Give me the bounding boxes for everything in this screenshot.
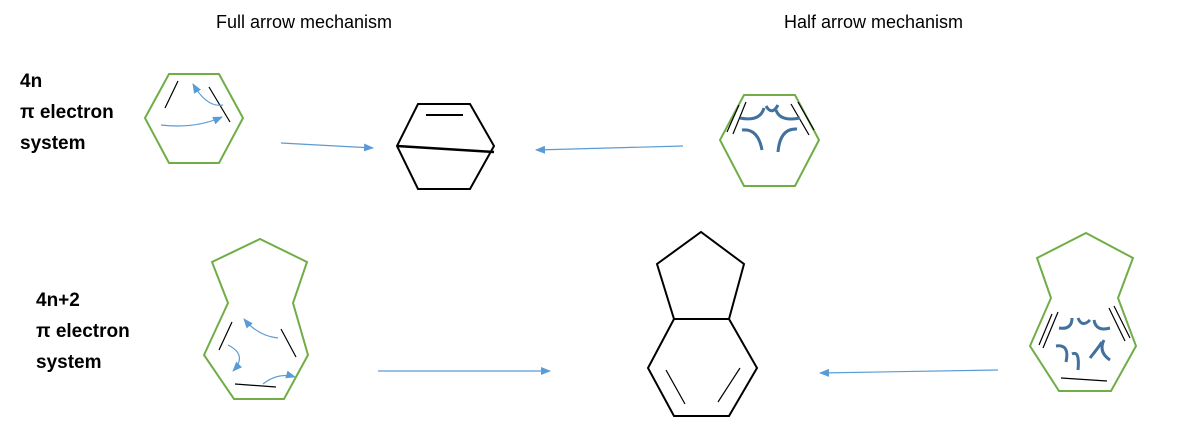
- reaction-arrow: [280, 142, 374, 152]
- product-4n: [395, 103, 496, 190]
- row-label-line: π electron: [20, 102, 114, 123]
- electron-arrow: [192, 83, 224, 106]
- hexagon-full-arrow-4n: [143, 73, 245, 164]
- half-arrow-heading: Half arrow mechanism: [784, 12, 964, 32]
- half-arrow: [764, 104, 780, 113]
- electron-arrow: [227, 344, 243, 372]
- row-label-line: 4n+2: [36, 290, 80, 311]
- reaction-arrow: [819, 368, 999, 377]
- product-4n2: [646, 230, 759, 417]
- half-arrow: [741, 128, 764, 151]
- half-arrow: [1092, 319, 1111, 331]
- half-arrow: [1100, 339, 1111, 362]
- fused-ring-full-arrow-4n2: [202, 237, 310, 400]
- half-arrow: [1071, 351, 1080, 371]
- electron-arrow: [243, 318, 279, 339]
- row-label-line: system: [36, 352, 102, 373]
- row-label-line: 4n: [20, 71, 43, 92]
- row-label-4n: 4n π electron system: [20, 66, 114, 159]
- half-arrow: [739, 107, 766, 121]
- half-arrow: [1058, 317, 1074, 330]
- electron-arrow: [160, 116, 223, 127]
- half-arrow: [1088, 341, 1104, 359]
- reaction-arrow: [535, 145, 684, 154]
- half-arrow: [774, 109, 801, 121]
- row-label-4n2: 4n+2 π electron system: [36, 285, 130, 378]
- hexagon-half-arrow-4n: [718, 94, 821, 187]
- half-arrow: [1055, 344, 1069, 363]
- fused-ring-half-arrow-4n2: [1028, 231, 1138, 392]
- row-label-line: π electron: [36, 321, 130, 342]
- row-label-line: system: [20, 133, 86, 154]
- full-arrow-heading: Full arrow mechanism: [216, 12, 393, 32]
- half-arrow: [1076, 317, 1092, 325]
- half-arrow: [776, 127, 798, 153]
- electron-arrow: [262, 370, 296, 385]
